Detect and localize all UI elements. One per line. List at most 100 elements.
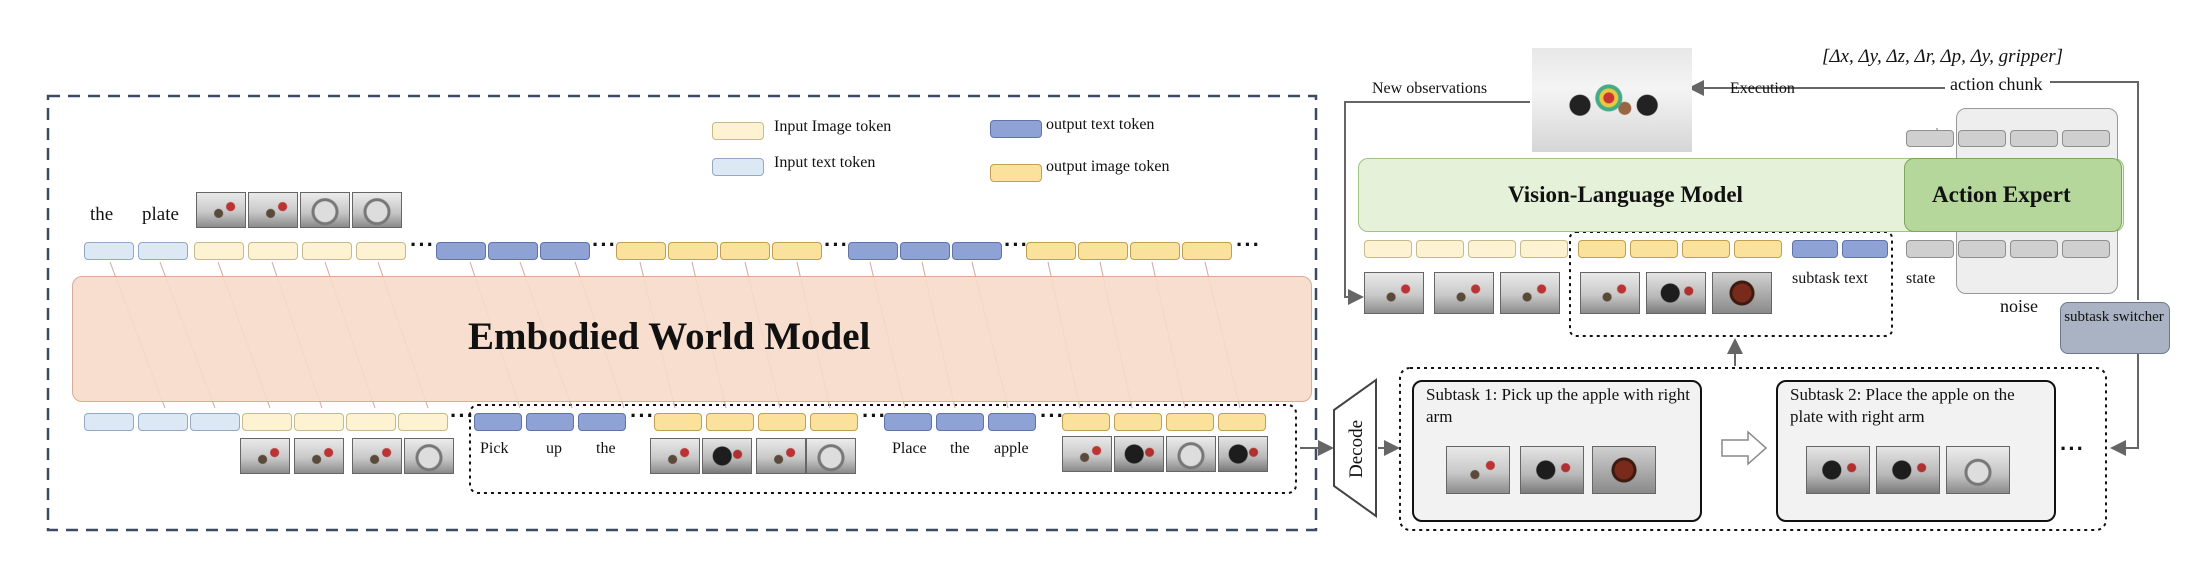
- legend-output-text-label: output text token: [1046, 116, 1155, 133]
- legend-input-text-swatch: [712, 158, 764, 176]
- ellipsis-icon: ···: [630, 403, 655, 428]
- token: [1166, 413, 1214, 431]
- output-image: [1062, 436, 1112, 472]
- token: [772, 242, 822, 260]
- decode-block: [1333, 378, 1377, 518]
- token: [84, 413, 134, 431]
- token: [952, 242, 1002, 260]
- token: [900, 242, 950, 260]
- embodied-world-model-title: Embodied World Model: [468, 315, 871, 358]
- output-image: [702, 438, 752, 474]
- top-input-image: [248, 192, 298, 228]
- execution-label: Execution: [1730, 80, 1795, 97]
- action-expert-block: [1904, 158, 2122, 232]
- token: [2010, 130, 2058, 147]
- token: [988, 413, 1036, 431]
- token: [474, 413, 522, 431]
- token: [1906, 130, 1954, 147]
- token: [668, 242, 718, 260]
- subtask-switcher-label: subtask switcher: [2064, 309, 2164, 325]
- world-model-frame: [46, 94, 1318, 532]
- token: [302, 242, 352, 260]
- ellipsis-icon: ···: [410, 232, 435, 257]
- top-input-image: [352, 192, 402, 228]
- token: [578, 413, 626, 431]
- token: [190, 413, 240, 431]
- bottom-input-image: [240, 438, 290, 474]
- token: [1062, 413, 1110, 431]
- token: [616, 242, 666, 260]
- ellipsis-icon: ···: [1040, 403, 1065, 428]
- subtask-image: [1446, 446, 1510, 494]
- subtask-image: [1592, 446, 1656, 494]
- observation-image: [1364, 272, 1424, 314]
- observation-image: [1434, 272, 1494, 314]
- token: [1792, 240, 1838, 258]
- ellipsis-icon: ···: [592, 232, 617, 257]
- token: [1520, 240, 1568, 258]
- subtask-image: [1946, 446, 2010, 494]
- token: [84, 242, 134, 260]
- token: [2062, 240, 2110, 258]
- top-input-image: [196, 192, 246, 228]
- token: [248, 242, 298, 260]
- ellipsis-icon: ···: [1004, 232, 1029, 257]
- token: [1842, 240, 1888, 258]
- new-observations-label: New observations: [1372, 80, 1488, 97]
- ellipsis-icon: ···: [2060, 436, 2085, 461]
- embodied-world-model-block: [72, 276, 1312, 402]
- subtask-text-label: subtask text: [1792, 270, 1868, 287]
- token: [488, 242, 538, 260]
- bottom-word: up: [546, 440, 562, 457]
- token: [526, 413, 574, 431]
- legend-output-text-swatch: [990, 120, 1042, 138]
- token: [1468, 240, 1516, 258]
- subtask-switcher-box: [2060, 302, 2170, 354]
- token: [398, 413, 448, 431]
- token: [436, 242, 486, 260]
- vlm-label: Vision-Language Model: [1508, 182, 1743, 207]
- action-chunk-label: action chunk: [1950, 74, 2043, 94]
- legend-output-image-swatch: [990, 164, 1042, 182]
- token: [346, 413, 396, 431]
- subtask-image: [1806, 446, 1870, 494]
- bottom-word: Pick: [480, 440, 509, 457]
- ellipsis-icon: ···: [450, 403, 475, 428]
- output-image: [1218, 436, 1268, 472]
- ellipsis-icon: ···: [1236, 232, 1261, 257]
- output-token-group-frame: [469, 404, 1297, 494]
- state-label: state: [1906, 270, 1936, 287]
- token: [720, 242, 770, 260]
- decode-label: Decode: [1346, 419, 1367, 478]
- token: [936, 413, 984, 431]
- token: [2010, 240, 2058, 258]
- token: [884, 413, 932, 431]
- token: [1630, 240, 1678, 258]
- token: [1078, 242, 1128, 260]
- output-image: [1114, 436, 1164, 472]
- token: [1734, 240, 1782, 258]
- token: [758, 413, 806, 431]
- output-image: [650, 438, 700, 474]
- top-word: the: [90, 204, 114, 225]
- token: [1578, 240, 1626, 258]
- token: [848, 242, 898, 260]
- bottom-word: apple: [994, 440, 1029, 457]
- action-vector-label: [Δx, Δy, Δz, Δr, Δp, Δy, gripper]: [1822, 46, 2064, 67]
- token: [2062, 130, 2110, 147]
- bottom-word: the: [596, 440, 616, 457]
- subtask-context-frame: [1569, 231, 1893, 337]
- token: [1026, 242, 1076, 260]
- legend-output-image-label: output image token: [1046, 158, 1170, 175]
- subtask-next-arrow: [1721, 430, 1768, 466]
- bottom-word: Place: [892, 440, 927, 457]
- token: [242, 413, 292, 431]
- subtask-image: [1520, 446, 1584, 494]
- noise-label: noise: [2000, 296, 2038, 316]
- top-input-image: [300, 192, 350, 228]
- ellipsis-icon: ···: [824, 232, 849, 257]
- bottom-input-image: [404, 438, 454, 474]
- ellipsis-icon: ···: [862, 403, 887, 428]
- token: [1114, 413, 1162, 431]
- predicted-image: [1580, 272, 1640, 314]
